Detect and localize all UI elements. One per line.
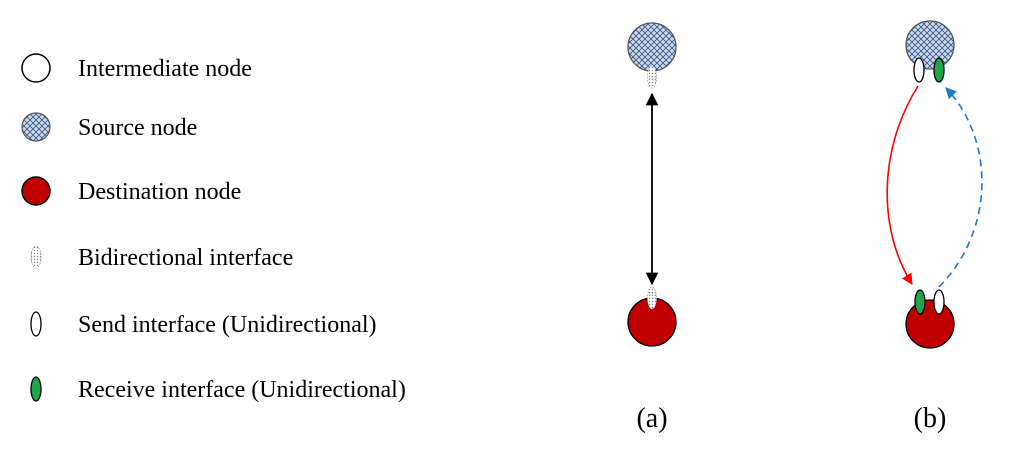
caption-b: (b) bbox=[914, 403, 947, 434]
caption-a: (a) bbox=[636, 403, 667, 434]
legend-item-intermediate: Intermediate node bbox=[21, 53, 252, 83]
receive-interface-source bbox=[933, 57, 945, 83]
red-circle-icon bbox=[21, 176, 51, 206]
diagram-a: (a) bbox=[627, 22, 677, 434]
legend-label-destination: Destination node bbox=[78, 179, 241, 205]
destination-node bbox=[905, 299, 955, 349]
bidirectional-interface-bottom bbox=[647, 286, 657, 310]
receive-interface-destination bbox=[914, 289, 926, 315]
diagram-b: (b) bbox=[886, 20, 983, 434]
source-node bbox=[905, 20, 955, 70]
receive-arrow bbox=[938, 87, 983, 288]
legend-item-bidirectional: Bidirectional interface bbox=[30, 245, 293, 271]
legend-item-receive: Receive interface (Unidirectional) bbox=[30, 376, 406, 403]
green-ellipse-icon bbox=[30, 376, 42, 402]
legend-label-send: Send interface (Unidirectional) bbox=[78, 312, 377, 338]
legend-item-send: Send interface (Unidirectional) bbox=[30, 311, 377, 338]
crosshatch-circle-icon bbox=[21, 112, 51, 142]
send-interface-source bbox=[913, 57, 925, 83]
legend-item-destination: Destination node bbox=[21, 176, 241, 206]
legend: Intermediate node Source node Destinatio… bbox=[21, 53, 406, 403]
hollow-ellipse-icon bbox=[30, 311, 42, 337]
legend-item-source: Source node bbox=[21, 112, 197, 142]
legend-label-receive: Receive interface (Unidirectional) bbox=[78, 377, 406, 403]
bidirectional-interface-top bbox=[647, 65, 657, 89]
legend-label-bidirectional: Bidirectional interface bbox=[78, 245, 293, 271]
legend-label-source: Source node bbox=[78, 115, 197, 141]
source-node bbox=[627, 22, 677, 72]
send-arrow bbox=[886, 85, 919, 285]
send-interface-destination bbox=[933, 289, 945, 315]
hollow-circle-icon bbox=[21, 53, 51, 83]
legend-label-intermediate: Intermediate node bbox=[78, 56, 252, 82]
dotted-ellipse-icon bbox=[30, 245, 42, 269]
